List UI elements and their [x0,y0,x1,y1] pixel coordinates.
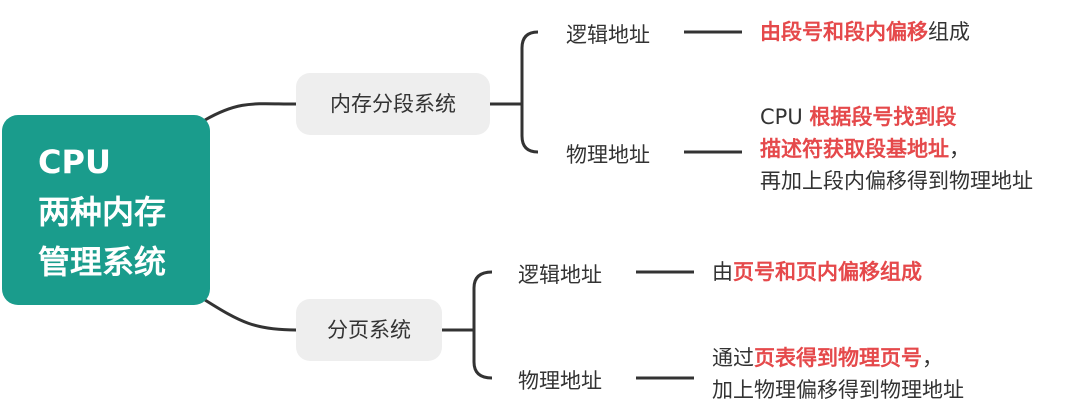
desc-text: CPU [760,105,810,129]
desc-line: 由段号和段内偏移组成 [760,16,970,48]
highlighted-text: 页表得到物理页号 [754,346,922,370]
page-physical-address: 物理地址 [518,369,602,393]
desc-text: 组成 [928,20,970,44]
root-to-segment-connector [204,102,297,122]
highlighted-text: 描述符获取段基地址 [760,137,949,161]
root-node: CPU 两种内存 管理系统 [2,115,210,305]
page-physical-desc: 通过页表得到物理页号， 加上物理偏移得到物理地址 [712,342,964,406]
desc-text: 再加上段内偏移得到物理地址 [760,169,1033,193]
page-logical-desc: 由页号和页内偏移组成 [712,256,922,288]
highlighted-text: 页号和页内偏移组成 [733,260,922,284]
desc-text: ， [922,346,943,370]
highlighted-text: 根据段号找到段 [809,105,957,129]
page-logical-address: 逻辑地址 [518,263,602,287]
paging-bracket [472,270,493,380]
desc-line: 描述符获取段基地址， [760,133,1033,165]
root-to-paging-connector [204,298,297,332]
highlighted-text: 由段号和段内偏移 [760,20,928,44]
desc-line: 通过页表得到物理页号， [712,342,964,374]
seg-physical-desc: CPU 根据段号找到段描述符获取段基地址，再加上段内偏移得到物理地址 [760,101,1033,197]
desc-text: 通过 [712,346,754,370]
desc-line: 加上物理偏移得到物理地址 [712,374,964,406]
desc-text: 加上物理偏移得到物理地址 [712,378,964,402]
segment-bracket [520,30,539,154]
branch-paging: 分页系统 [296,299,442,361]
desc-text: 由 [712,260,733,284]
desc-line: CPU 根据段号找到段 [760,101,1033,133]
root-line-2: 两种内存 [38,193,167,231]
seg-logical-address: 逻辑地址 [566,23,650,47]
desc-line: 再加上段内偏移得到物理地址 [760,165,1033,197]
seg-logical-desc: 由段号和段内偏移组成 [760,16,970,48]
branch-segmentation: 内存分段系统 [296,73,490,135]
root-line-3: 管理系统 [38,243,167,281]
desc-line: 由页号和页内偏移组成 [712,256,922,288]
desc-text: ， [949,137,970,161]
seg-physical-address: 物理地址 [566,143,650,167]
root-line-1: CPU [38,143,111,181]
